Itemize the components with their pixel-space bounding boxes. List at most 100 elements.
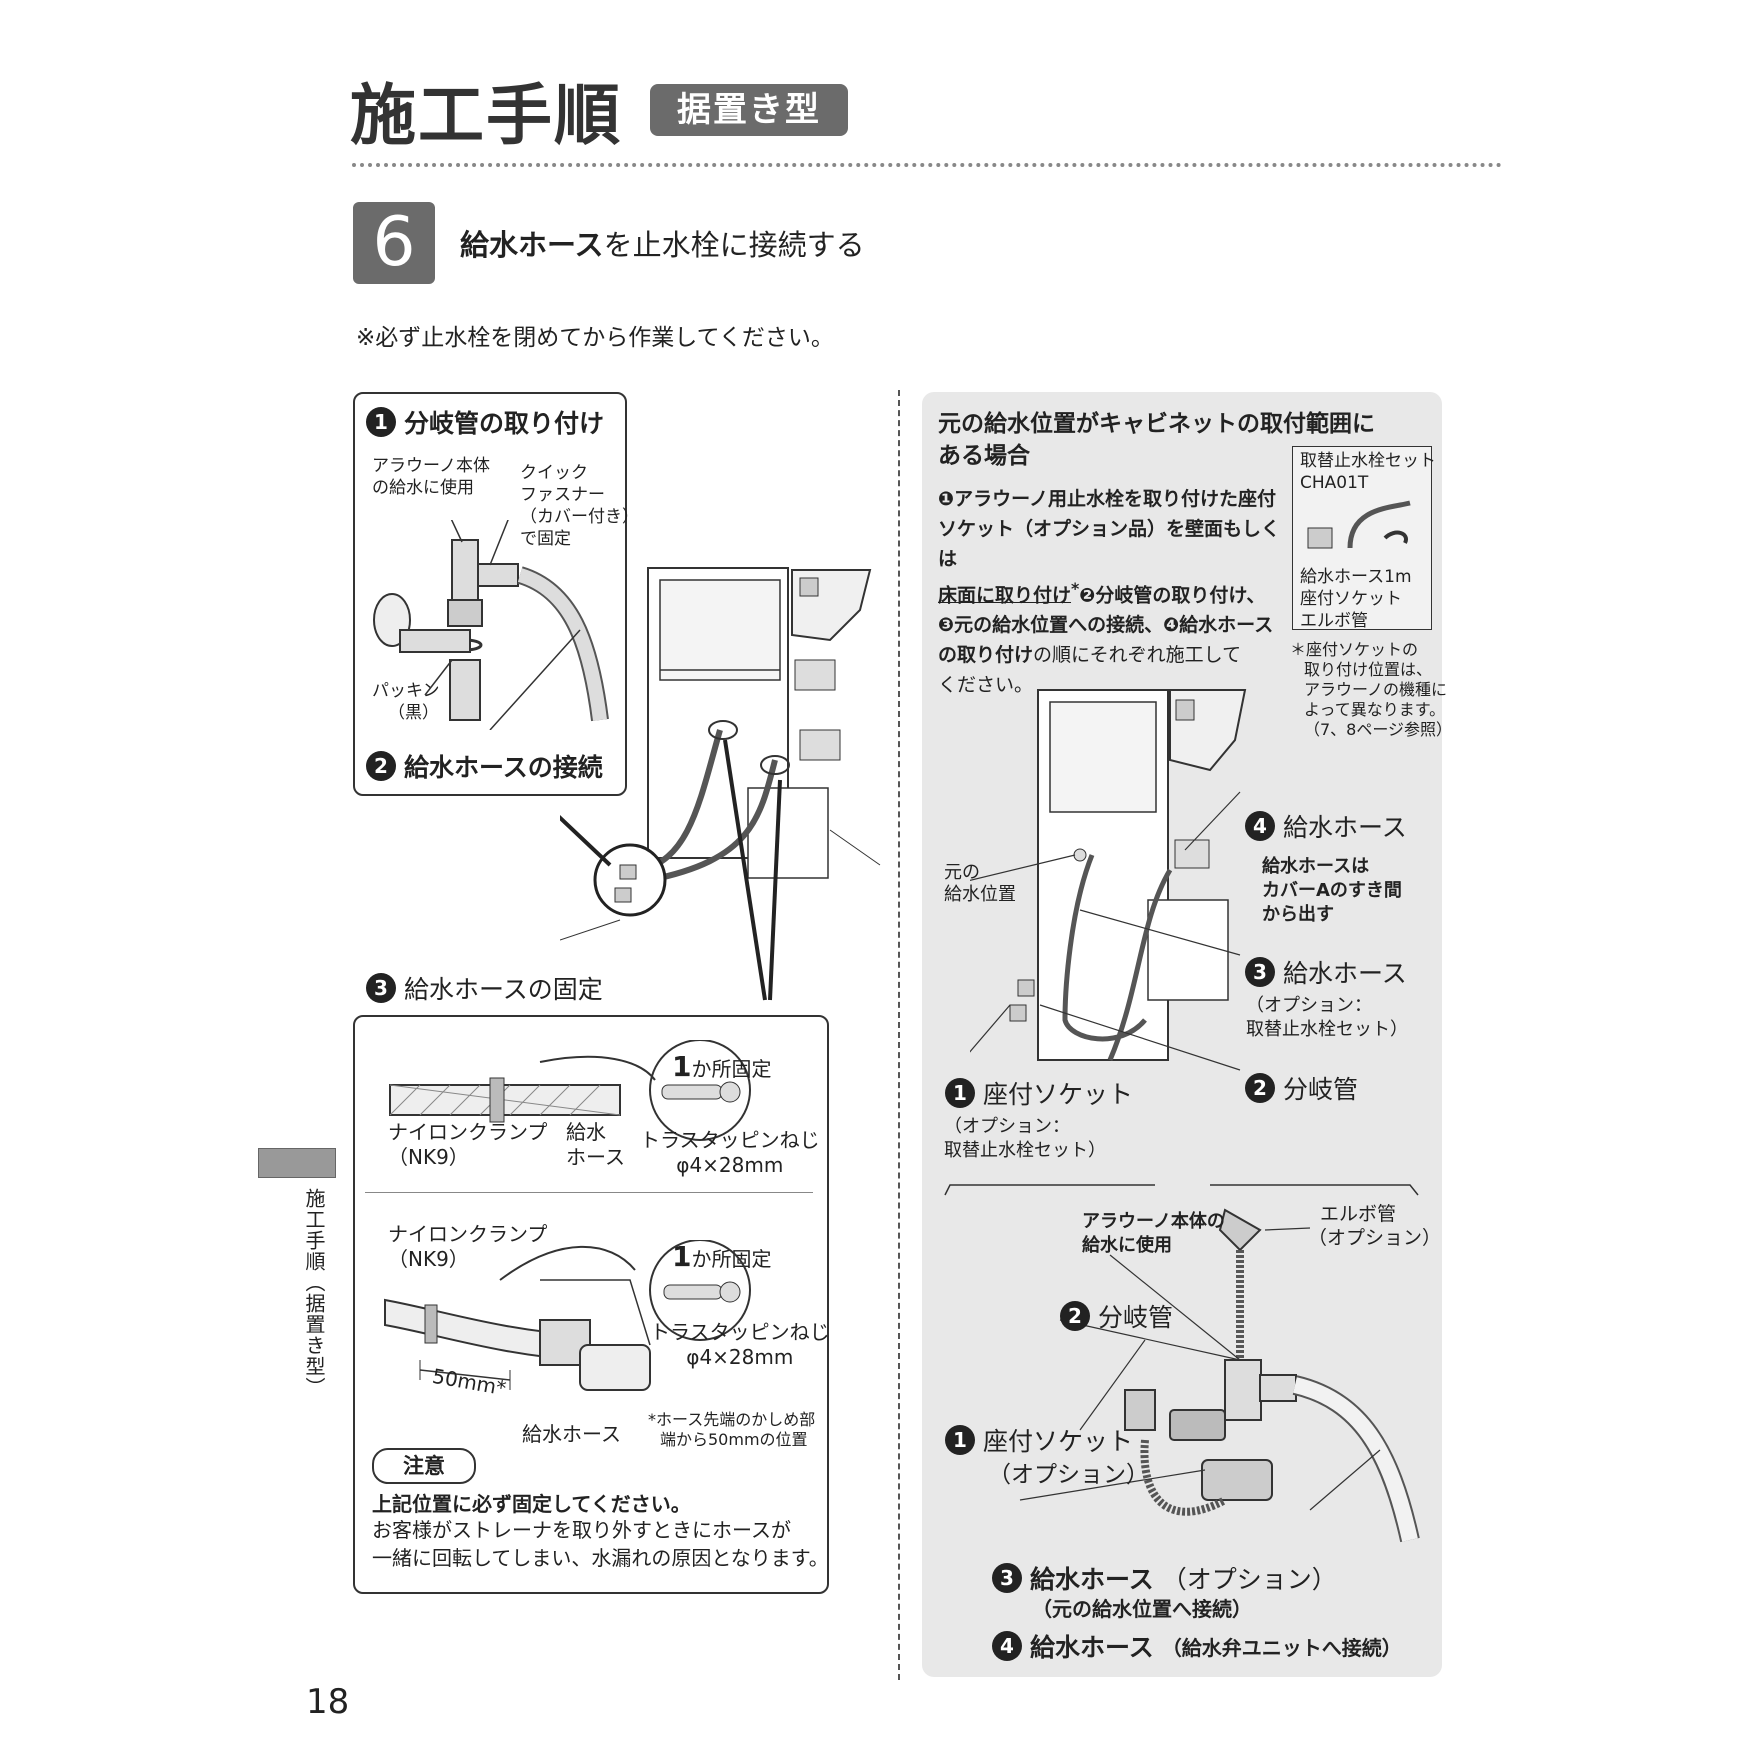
caution-badge: 注意 xyxy=(372,1448,476,1484)
asterisk-note: ＊座付ソケットの 取り付け位置は、 アラウーノの機種に よって異なります。 （7… xyxy=(1290,640,1452,740)
label-line: （黒） xyxy=(388,703,439,723)
note-line: （オプション： xyxy=(944,1116,1070,1137)
cabinet-illustration xyxy=(560,567,881,1001)
clamp-label-a: ナイロンクランプ （NK9） xyxy=(388,1120,547,1170)
dotted-divider xyxy=(352,163,1502,167)
orig-position-label: 元の 給水位置 xyxy=(944,862,1016,906)
label-line: 給水位置 xyxy=(944,884,1016,905)
note-line: 取替止水栓セット） xyxy=(944,1140,1106,1161)
body-line: ソケット（オプション品）を壁面もしくは xyxy=(938,518,1281,570)
box1-num: 1 xyxy=(366,407,396,437)
callout-4-note: 給水ホースは カバーAのすき間 から出す xyxy=(1262,855,1402,927)
detail-callout-3-label: 給水ホース xyxy=(1030,1565,1154,1594)
label-line: φ4×28mm xyxy=(676,1153,784,1177)
callout-3: 3 給水ホース xyxy=(1245,954,1407,990)
callout-2-label: 分岐管 xyxy=(1283,1075,1359,1104)
hose-label-a: 給水 ホース xyxy=(566,1120,625,1170)
label-line: パッキン xyxy=(372,681,440,701)
label-line: （NK9） xyxy=(388,1145,469,1169)
note-line: から出す xyxy=(1262,904,1334,925)
callout-2-num: 2 xyxy=(1245,1073,1275,1103)
caution-note: ※必ず止水栓を閉めてから作業してください。 xyxy=(356,325,834,351)
screw-label-a: トラスタッピンねじ φ4×28mm xyxy=(640,1128,820,1178)
page-number: 18 xyxy=(306,1682,350,1722)
detail-callout-4-label: 給水ホース xyxy=(1030,1633,1154,1662)
hose-label-b: 給水ホース xyxy=(522,1422,621,1446)
label-line: *ホース先端のかしめ部 xyxy=(648,1410,816,1429)
box1-step2: 2 給水ホースの接続 xyxy=(366,748,603,784)
box1-step2-label: 給水ホースの接続 xyxy=(404,753,603,782)
asterisk-line: 取り付け位置は、 xyxy=(1304,660,1433,679)
body-part: * xyxy=(1071,579,1080,598)
asterisk-line: ＊座付ソケットの xyxy=(1290,640,1419,659)
detail-connection-illustration xyxy=(944,1184,1420,1543)
detail-arauno-label: アラウーノ本体の 給水に使用 xyxy=(1082,1210,1225,1258)
label-line: ファスナー xyxy=(520,485,605,505)
page-title: 施工手順 xyxy=(350,77,622,154)
detail-callout-4-note: （給水弁ユニットへ接続） xyxy=(1161,1635,1402,1660)
callout-2: 2 分岐管 xyxy=(1245,1070,1358,1106)
label-line: （オプション） xyxy=(1308,1227,1442,1249)
inset-title: 取替止水栓セット CHA01T xyxy=(1300,450,1436,494)
inset-line: CHA01T xyxy=(1300,473,1369,493)
label-line: アラウーノ本体 xyxy=(372,456,490,476)
callout-4: 4 給水ホース xyxy=(1245,808,1407,844)
label-line: φ4×28mm xyxy=(686,1345,794,1369)
caution-text: お客様がストレーナを取り外すときにホースが 一緒に回転してしまい、水漏れの原因と… xyxy=(372,1516,829,1572)
heading-line: 元の給水位置がキャビネットの取付範囲に xyxy=(938,411,1375,437)
note-line: 取替止水栓セット） xyxy=(1246,1019,1408,1040)
box1-header: 1 分岐管の取り付け xyxy=(366,404,604,440)
note-line: カバーAのすき間 xyxy=(1262,880,1402,901)
detail-callout-3: 3 給水ホース （オプション） xyxy=(992,1560,1337,1596)
step-title: 給水ホースを止水栓に接続する xyxy=(460,222,865,264)
detail-callout-2: 2 分岐管 xyxy=(1060,1298,1173,1334)
section-tab xyxy=(258,1148,336,1178)
body-line: ください。 xyxy=(938,674,1034,697)
label-line: クイック xyxy=(520,463,588,483)
branch-pipe-illustration xyxy=(373,520,609,730)
note-line: 給水ホースは xyxy=(1262,856,1370,877)
box1-step2-num: 2 xyxy=(366,751,396,781)
right-body: ❶アラウーノ用止水栓を取り付けた座付 ソケット（オプション品）を壁面もしくは 床… xyxy=(938,484,1288,700)
body-part: ❷分岐管の取り付け、 xyxy=(1079,584,1266,607)
step-title-bold: 給水ホース xyxy=(460,228,604,262)
body-line: ❶アラウーノ用止水栓を取り付けた座付 xyxy=(938,488,1276,510)
label-line: 給水に使用 xyxy=(1082,1235,1172,1256)
label-line: ナイロンクランプ xyxy=(388,1222,548,1246)
fix-count-number: 1 xyxy=(672,1050,692,1083)
label-line: アラウーノ本体の xyxy=(1082,1211,1225,1232)
type-badge: 据置き型 xyxy=(650,84,848,136)
label-line: エルボ管 xyxy=(1320,1203,1397,1225)
note-line: （オプション： xyxy=(1246,995,1372,1016)
detail-callout-1-note: （オプション） xyxy=(988,1462,1149,1488)
label-line: 元の xyxy=(944,862,980,883)
right-cabinet-illustration xyxy=(970,689,1247,1071)
body-part: 床面に取り付け xyxy=(938,584,1072,607)
step-number: 6 xyxy=(353,202,435,284)
column-divider xyxy=(898,390,900,1680)
detail-elbow-label: エルボ管 （オプション） xyxy=(1308,1202,1441,1250)
body-line: ❸元の給水位置への接続、❹給水ホース xyxy=(938,614,1274,637)
footnote: *ホース先端のかしめ部 端から50mmの位置 xyxy=(648,1410,815,1450)
clamp-label-b: ナイロンクランプ （NK9） xyxy=(388,1222,547,1272)
screw-label-b: トラスタッピンねじ φ4×28mm xyxy=(650,1320,830,1370)
inset-item: 給水ホース1m xyxy=(1300,567,1412,587)
box1-label-arauno: アラウーノ本体 の給水に使用 xyxy=(372,455,490,499)
inset-items: 給水ホース1m 座付ソケット エルボ管 xyxy=(1300,566,1412,632)
label-line: トラスタッピンねじ xyxy=(650,1320,830,1344)
callout-3-note: （オプション： 取替止水栓セット） xyxy=(1246,994,1408,1042)
box1-label-packing: パッキン （黒） xyxy=(372,680,440,724)
step-title-rest: を止水栓に接続する xyxy=(603,228,865,262)
detail-callout-3-note: （元の給水位置へ接続） xyxy=(1032,1597,1252,1621)
label-line: 端から50mmの位置 xyxy=(660,1430,808,1449)
label-line: の給水に使用 xyxy=(372,478,474,498)
fix-count-number: 1 xyxy=(672,1240,692,1273)
asterisk-line: アラウーノの機種に xyxy=(1304,680,1448,699)
detail-callout-2-label: 分岐管 xyxy=(1098,1303,1174,1332)
hose-clamp-illustration-b xyxy=(384,1240,751,1391)
detail-callout-2-num: 2 xyxy=(1060,1301,1090,1331)
box1-title: 分岐管の取り付け xyxy=(404,409,605,438)
fix-count-b: 1か所固定 xyxy=(672,1240,771,1273)
callout-1-num: 1 xyxy=(945,1078,975,1108)
label-line: トラスタッピンねじ xyxy=(640,1128,820,1152)
